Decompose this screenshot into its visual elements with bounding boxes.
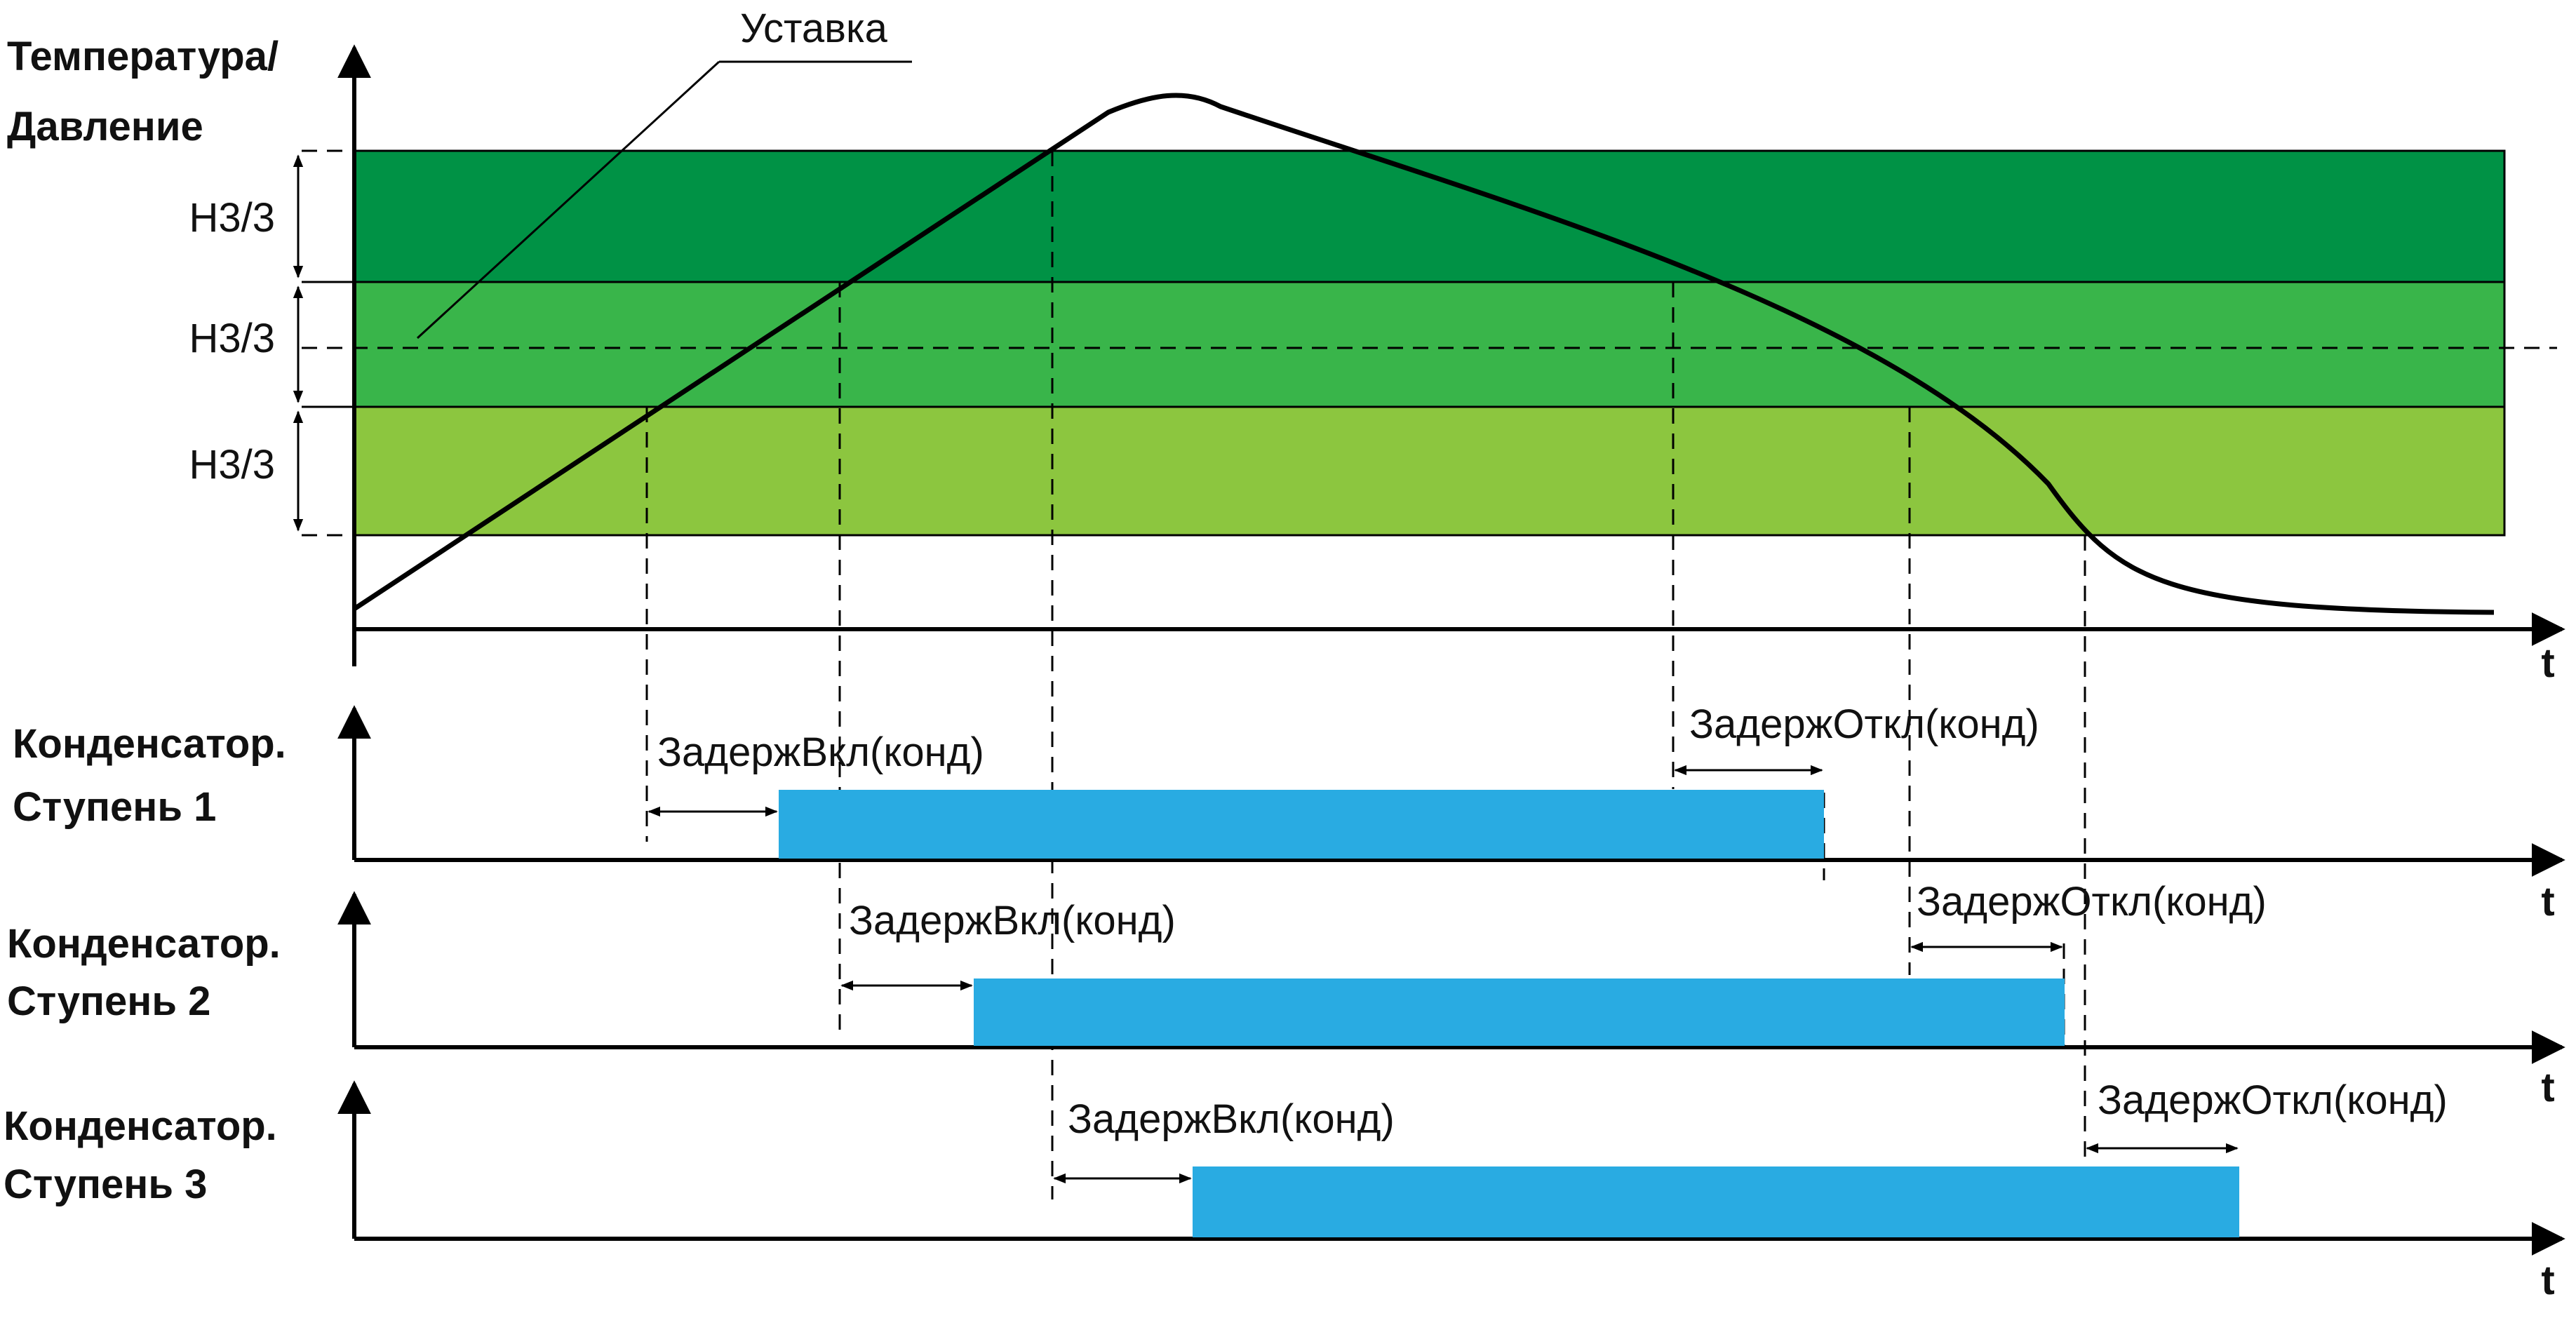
stage3-label-line2: Ступень 3 xyxy=(4,1162,207,1207)
stage2-label-line1: Конденсатор. xyxy=(7,921,281,967)
zone-label-3: Н3/3 xyxy=(189,442,275,487)
time-axis-label-stage3: t xyxy=(2541,1258,2554,1303)
stage1-on-delay-label: ЗадержВкл(конд) xyxy=(657,729,984,775)
stage2-on-bar xyxy=(974,979,2065,1046)
stage1-label-line2: Ступень 1 xyxy=(13,784,216,830)
stage3-on-delay-label: ЗадержВкл(конд) xyxy=(1068,1096,1395,1142)
process-value-curve xyxy=(353,93,2495,615)
stage1-label-line1: Конденсатор. xyxy=(13,721,286,767)
setpoint-label: Уставка xyxy=(740,6,888,51)
zone-middle xyxy=(353,281,2506,408)
y-axis-title-line1: Температура/ xyxy=(7,34,279,79)
time-axis-label-top: t xyxy=(2541,640,2554,686)
time-axis-label-stage1: t xyxy=(2541,879,2554,924)
time-axis-label-stage2: t xyxy=(2541,1065,2554,1110)
stage3-on-bar xyxy=(1193,1166,2239,1237)
zone-bottom xyxy=(353,405,2506,537)
stage1-off-delay-label: ЗадержОткл(конд) xyxy=(1689,701,2039,747)
setpoint-leader-line xyxy=(416,60,720,339)
stage2-off-delay-label: ЗадержОткл(конд) xyxy=(1917,879,2267,924)
stage2-label-line2: Ступень 2 xyxy=(7,979,210,1024)
zone-top xyxy=(353,149,2506,283)
stage3-label-line1: Конденсатор. xyxy=(4,1103,277,1149)
zone-label-2: Н3/3 xyxy=(189,316,275,361)
stage2-on-delay-label: ЗадержВкл(конд) xyxy=(849,898,1176,943)
stage1-on-bar xyxy=(779,790,1824,859)
y-axis-title-line2: Давление xyxy=(7,104,203,149)
stage3-off-delay-label: ЗадержОткл(конд) xyxy=(2098,1077,2448,1123)
zone-label-1: Н3/3 xyxy=(189,195,275,241)
